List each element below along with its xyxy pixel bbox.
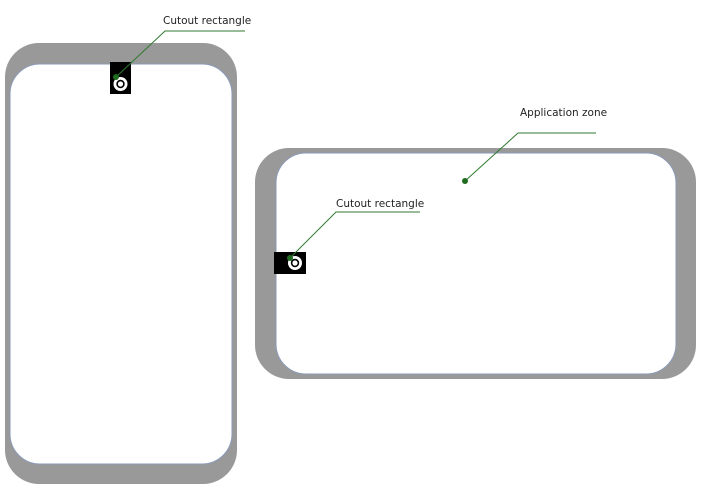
portrait-cutout-rectangle	[110, 62, 131, 94]
cutout-rectangle-label: Cutout rectangle	[336, 198, 424, 210]
leader-line	[464, 132, 596, 182]
landscape-cutout-callout: Cutout rectangle	[287, 198, 424, 261]
landscape-screen	[275, 152, 677, 375]
cutout-rectangle-label: Cutout rectangle	[163, 15, 251, 27]
application-zone-label: Application zone	[520, 107, 607, 119]
leader-dot	[113, 74, 119, 80]
portrait-screen	[9, 63, 233, 465]
leader-dot	[462, 178, 468, 184]
portrait-cutout-callout: Cutout rectangle	[113, 15, 251, 80]
leader-line	[115, 30, 245, 78]
application-zone-callout: Application zone	[462, 107, 607, 184]
leader-dot	[287, 255, 293, 261]
camera-lens-icon	[113, 77, 128, 91]
leader-line	[289, 211, 420, 259]
portrait-device: Cutout rectangle	[5, 15, 251, 484]
landscape-device: Cutout rectangle Application zone	[255, 107, 696, 379]
